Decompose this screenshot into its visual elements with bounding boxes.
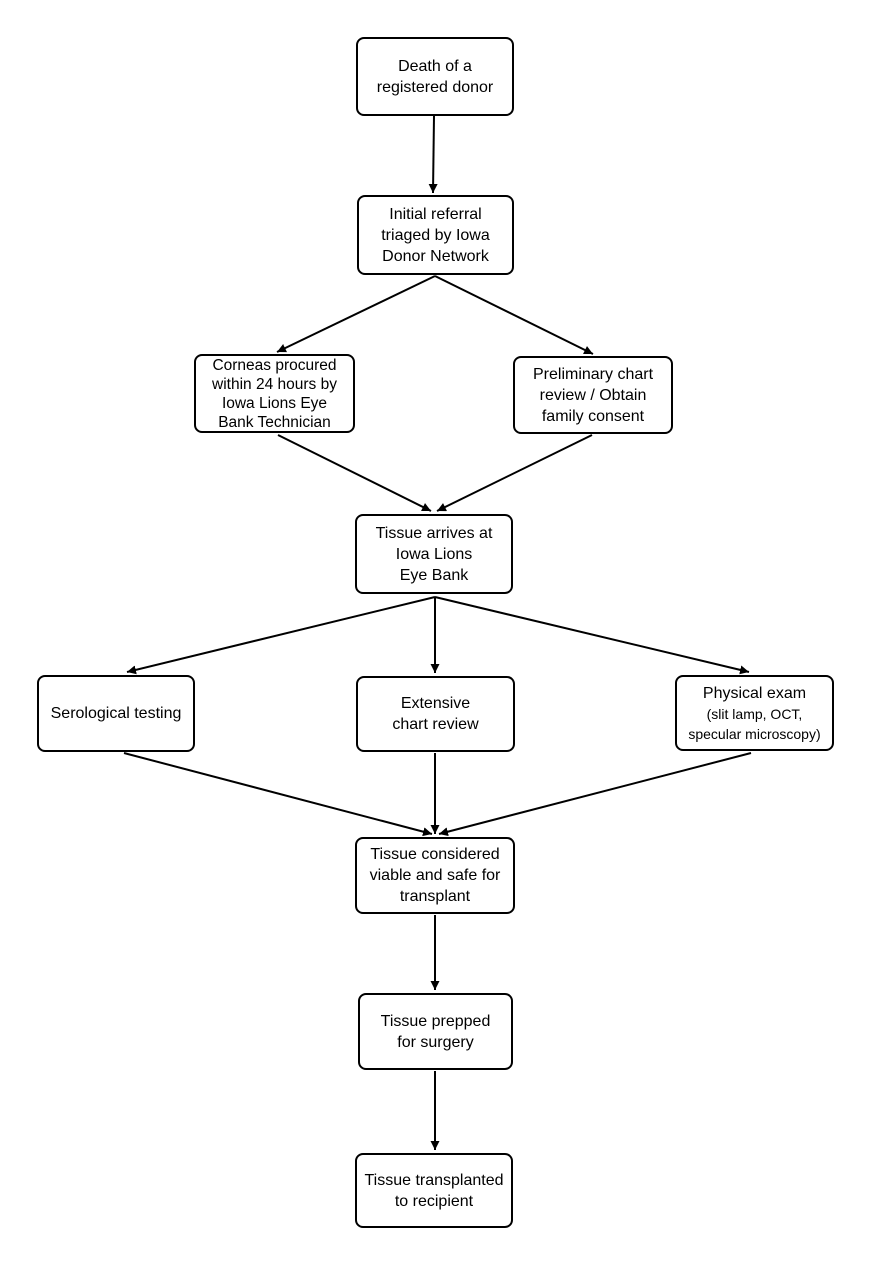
node-corneas-procured-label: Corneas procured within 24 hours by Iowa…	[212, 356, 337, 431]
node-physical-exam: Physical exam (slit lamp, OCT, specular …	[675, 675, 834, 751]
node-death-of-donor: Death of a registered donor	[356, 37, 514, 116]
node-preliminary-chart-review-label: Preliminary chart review / Obtain family…	[532, 365, 654, 425]
node-corneas-procured: Corneas procured within 24 hours by Iowa…	[194, 354, 355, 433]
node-tissue-transplanted-label: Tissue transplanted to recipient	[364, 1171, 504, 1210]
node-physical-exam-title: Physical exam	[702, 684, 807, 702]
arrow-arrives-to-serological	[126, 596, 436, 675]
node-tissue-arrives-label: Tissue arrives at Iowa Lions Eye Bank	[375, 524, 493, 584]
node-tissue-arrives: Tissue arrives at Iowa Lions Eye Bank	[355, 514, 513, 594]
arrow-physical-to-viable	[438, 752, 752, 837]
node-preliminary-chart-review: Preliminary chart review / Obtain family…	[513, 356, 673, 434]
arrow-arrives-to-physical	[434, 596, 750, 675]
node-initial-referral: Initial referral triaged by Iowa Donor N…	[357, 195, 514, 275]
arrow-death-to-referral	[428, 115, 438, 194]
arrow-corneas-to-arrives	[277, 434, 432, 512]
node-death-of-donor-label: Death of a registered donor	[376, 57, 494, 96]
arrow-referral-to-chart-review	[434, 275, 594, 355]
node-serological-testing: Serological testing	[37, 675, 195, 752]
node-initial-referral-label: Initial referral triaged by Iowa Donor N…	[381, 205, 490, 265]
node-physical-exam-subtitle: (slit lamp, OCT, specular microscopy)	[688, 705, 821, 742]
node-tissue-prepped-label: Tissue prepped for surgery	[380, 1012, 491, 1051]
node-tissue-viable-label: Tissue considered viable and safe for tr…	[369, 846, 501, 905]
node-serological-testing-label: Serological testing	[50, 705, 182, 722]
node-physical-exam-content: Physical exam (slit lamp, OCT, specular …	[688, 662, 820, 765]
arrow-serological-to-viable	[123, 752, 433, 837]
node-tissue-prepped: Tissue prepped for surgery	[358, 993, 513, 1070]
node-tissue-viable: Tissue considered viable and safe for tr…	[355, 837, 515, 914]
node-tissue-transplanted: Tissue transplanted to recipient	[355, 1153, 513, 1228]
node-extensive-chart-review-label: Extensive chart review	[392, 695, 479, 733]
node-extensive-chart-review: Extensive chart review	[356, 676, 515, 752]
arrow-chart-review-to-arrives	[436, 434, 593, 512]
arrow-referral-to-corneas	[276, 275, 436, 353]
